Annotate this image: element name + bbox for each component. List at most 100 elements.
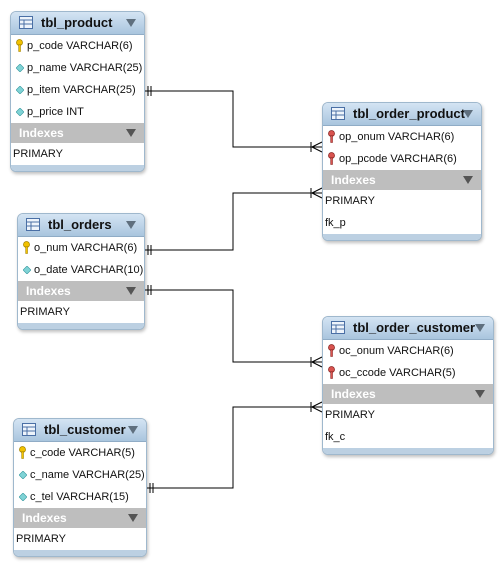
- table-header[interactable]: tbl_orders: [18, 214, 144, 237]
- column-row[interactable]: p_price INT: [11, 101, 144, 123]
- table-product[interactable]: tbl_product p_code VARCHAR(6) p_name VAR…: [10, 11, 145, 172]
- table-footer: [323, 448, 493, 454]
- collapse-caret-icon[interactable]: [126, 287, 136, 295]
- index-row[interactable]: PRIMARY: [325, 409, 375, 421]
- column-name: o_date VARCHAR(10): [34, 264, 144, 276]
- indexes-header[interactable]: Indexes: [14, 508, 146, 528]
- table-name: tbl_order_customer: [353, 320, 476, 335]
- indexes-header[interactable]: Indexes: [323, 384, 493, 404]
- table-icon: [19, 16, 33, 29]
- collapse-caret-icon[interactable]: [463, 176, 473, 184]
- column-row[interactable]: c_tel VARCHAR(15): [14, 486, 146, 508]
- column-row[interactable]: op_pcode VARCHAR(6): [323, 148, 481, 170]
- collapse-caret-icon[interactable]: [475, 390, 485, 398]
- table-customer[interactable]: tbl_customer c_code VARCHAR(5) c_name VA…: [13, 418, 147, 557]
- table-icon: [331, 321, 345, 334]
- column-row[interactable]: p_item VARCHAR(25): [11, 79, 144, 101]
- many-mark: [311, 356, 323, 363]
- many-mark: [311, 141, 323, 148]
- column-row[interactable]: p_name VARCHAR(25): [11, 57, 144, 79]
- table-icon: [331, 107, 345, 120]
- indexes-label: Indexes: [22, 511, 67, 525]
- column-name: p_item VARCHAR(25): [27, 84, 136, 96]
- column-row[interactable]: o_date VARCHAR(10): [18, 259, 144, 281]
- column-name: p_name VARCHAR(25): [27, 62, 143, 74]
- column-row[interactable]: oc_onum VARCHAR(6): [323, 340, 493, 362]
- table-footer: [11, 165, 144, 171]
- indexes-header[interactable]: Indexes: [323, 170, 481, 190]
- primary-key-icon: [23, 241, 30, 254]
- column-name: p_price INT: [27, 106, 84, 118]
- collapse-caret-icon[interactable]: [475, 324, 485, 332]
- table-name: tbl_order_product: [353, 106, 465, 121]
- index-row[interactable]: fk_c: [325, 431, 346, 443]
- table-header[interactable]: tbl_customer: [14, 419, 146, 442]
- table-footer: [14, 550, 146, 556]
- indexes-header[interactable]: Indexes: [18, 281, 144, 301]
- foreign-key-icon: [328, 366, 335, 379]
- indexes-label: Indexes: [331, 173, 376, 187]
- foreign-key-icon: [328, 152, 335, 165]
- table-icon: [26, 218, 40, 231]
- indexes-label: Indexes: [26, 284, 71, 298]
- indexes-label: Indexes: [19, 126, 64, 140]
- column-name: c_tel VARCHAR(15): [30, 491, 129, 503]
- column-name: op_onum VARCHAR(6): [339, 131, 455, 143]
- table-name: tbl_product: [41, 15, 113, 30]
- column-diamond-icon: [16, 108, 24, 116]
- column-diamond-icon: [23, 266, 31, 274]
- column-name: o_num VARCHAR(6): [34, 242, 138, 254]
- connector-orders-order-product: [143, 192, 322, 251]
- index-row[interactable]: PRIMARY: [20, 306, 70, 318]
- indexes-header[interactable]: Indexes: [11, 123, 144, 143]
- table-name: tbl_orders: [48, 217, 112, 232]
- foreign-key-icon: [328, 130, 335, 143]
- collapse-caret-icon[interactable]: [128, 426, 138, 434]
- table-header[interactable]: tbl_order_customer: [323, 317, 493, 340]
- column-diamond-icon: [16, 86, 24, 94]
- table-header[interactable]: tbl_product: [11, 12, 144, 35]
- table-footer: [323, 234, 481, 240]
- column-diamond-icon: [16, 64, 24, 72]
- table-header[interactable]: tbl_order_product: [323, 103, 481, 126]
- column-name: c_code VARCHAR(5): [30, 447, 135, 459]
- primary-key-icon: [19, 446, 26, 459]
- column-row[interactable]: oc_ccode VARCHAR(5): [323, 362, 493, 384]
- collapse-caret-icon[interactable]: [126, 129, 136, 137]
- column-diamond-icon: [19, 493, 27, 501]
- index-row[interactable]: PRIMARY: [16, 533, 66, 545]
- column-name: oc_ccode VARCHAR(5): [339, 367, 456, 379]
- many-mark: [311, 401, 323, 408]
- many-mark: [311, 406, 323, 413]
- collapse-caret-icon[interactable]: [463, 110, 473, 118]
- many-mark: [311, 146, 323, 153]
- collapse-caret-icon[interactable]: [128, 514, 138, 522]
- indexes-label: Indexes: [331, 387, 376, 401]
- collapse-caret-icon[interactable]: [126, 19, 136, 27]
- connector-product-order-product: [143, 90, 322, 148]
- foreign-key-icon: [328, 344, 335, 357]
- column-name: p_code VARCHAR(6): [27, 40, 133, 52]
- column-diamond-icon: [19, 471, 27, 479]
- column-name: op_pcode VARCHAR(6): [339, 153, 457, 165]
- index-row[interactable]: PRIMARY: [325, 195, 375, 207]
- table-order-product[interactable]: tbl_order_product op_onum VARCHAR(6) op_…: [322, 102, 482, 241]
- column-row[interactable]: c_code VARCHAR(5): [14, 442, 146, 464]
- collapse-caret-icon[interactable]: [126, 221, 136, 229]
- table-order-customer[interactable]: tbl_order_customer oc_onum VARCHAR(6) oc…: [322, 316, 494, 455]
- table-name: tbl_customer: [44, 422, 126, 437]
- table-icon: [22, 423, 36, 436]
- column-row[interactable]: c_name VARCHAR(25): [14, 464, 146, 486]
- column-row[interactable]: op_onum VARCHAR(6): [323, 126, 481, 148]
- column-name: c_name VARCHAR(25): [30, 469, 145, 481]
- index-row[interactable]: PRIMARY: [13, 148, 63, 160]
- many-mark: [311, 192, 323, 199]
- column-row[interactable]: o_num VARCHAR(6): [18, 237, 144, 259]
- column-row[interactable]: p_code VARCHAR(6): [11, 35, 144, 57]
- index-row[interactable]: fk_p: [325, 217, 346, 229]
- connector-customer-order-customer: [145, 406, 322, 489]
- primary-key-icon: [16, 39, 23, 52]
- table-orders[interactable]: tbl_orders o_num VARCHAR(6) o_date VARCH…: [17, 213, 145, 330]
- table-footer: [18, 323, 144, 329]
